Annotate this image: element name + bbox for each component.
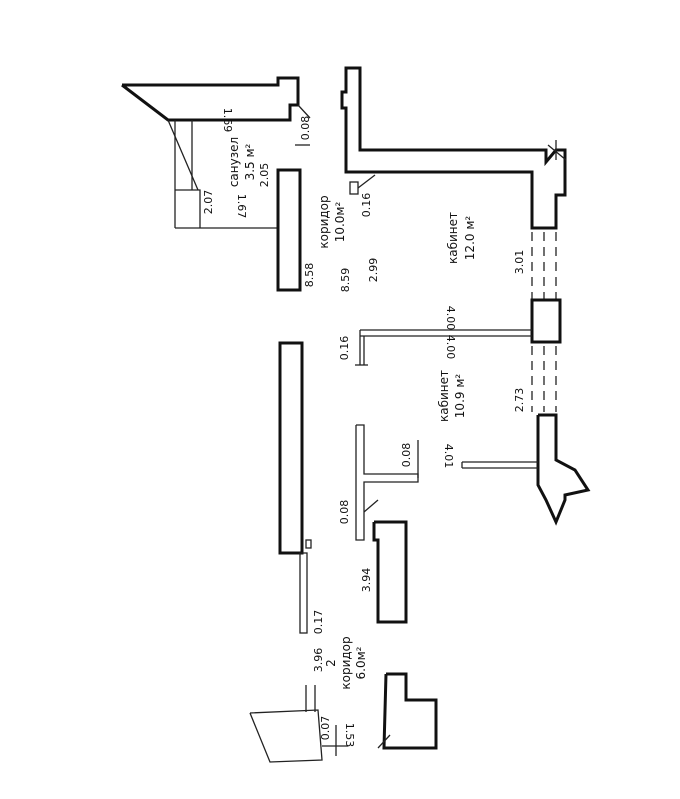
room-area-koridor2: 6.0м² bbox=[354, 646, 368, 679]
wall-block-lower bbox=[372, 520, 408, 624]
dimension-2.05: 2.05 bbox=[258, 163, 271, 188]
dimension-0.16-top: 0.16 bbox=[360, 193, 373, 218]
partition-kabinet2 bbox=[461, 461, 538, 469]
dimension-0.08-mid1: 0.08 bbox=[400, 443, 413, 468]
partition-middle bbox=[355, 424, 419, 541]
dimension-0.17: 0.17 bbox=[312, 610, 325, 635]
window-kabinet2 bbox=[531, 346, 557, 412]
bottom-right-block bbox=[382, 672, 438, 750]
dimension-1.67: 1.67 bbox=[235, 194, 248, 219]
dimension-3.96: 3.96 bbox=[312, 648, 325, 673]
sanuzel-walls bbox=[121, 76, 311, 229]
room-area-sanuzel: 3.5 м² bbox=[243, 143, 257, 180]
room-area-kabinet2: 10.9 м² bbox=[453, 374, 467, 419]
corridor-long-wall bbox=[278, 341, 304, 555]
dimension-line bbox=[377, 734, 391, 749]
outer-wall-bottom-right bbox=[536, 413, 591, 526]
room-area-kabinet1: 12.0 м² bbox=[463, 216, 477, 261]
dimension-4.00-b: 4.00 bbox=[444, 335, 457, 360]
dimension-2.99: 2.99 bbox=[367, 258, 380, 283]
dimension-1.69: 1.69 bbox=[221, 108, 234, 133]
dimension-0.08-top: 0.08 bbox=[299, 116, 312, 141]
corridor-thin-wall bbox=[299, 552, 308, 634]
wall-pier bbox=[530, 298, 562, 344]
bottom-left-block bbox=[249, 685, 348, 763]
wall-segment bbox=[276, 168, 302, 292]
door-stub bbox=[305, 539, 312, 549]
dimension-2.73: 2.73 bbox=[513, 388, 526, 413]
dimension-8.58: 8.58 bbox=[303, 263, 316, 288]
room-area-koridor1: 10.0м² bbox=[333, 202, 347, 243]
room-name-sanuzel: санузел bbox=[227, 137, 241, 187]
room-name-koridor2: коридор bbox=[339, 636, 353, 689]
outer-wall-top-right bbox=[340, 66, 567, 230]
partition-kabinet bbox=[355, 329, 532, 366]
room-name-koridor1: коридор bbox=[317, 195, 331, 248]
dimension-4.00-a: 4.00 bbox=[444, 306, 457, 331]
dimension-2.07: 2.07 bbox=[202, 190, 215, 215]
room-name-kabinet2: кабинет bbox=[437, 370, 451, 422]
dimension-3.94: 3.94 bbox=[360, 568, 373, 593]
dimension-4.01: 4.01 bbox=[442, 444, 455, 469]
dimension-8.59: 8.59 bbox=[339, 268, 352, 293]
window-kabinet1 bbox=[531, 232, 557, 300]
dimension-0.08-mid2: 0.08 bbox=[338, 500, 351, 525]
room-number-koridor2: 2 bbox=[324, 659, 338, 667]
dimension-1.53: 1.53 bbox=[343, 723, 356, 748]
dimension-0.07: 0.07 bbox=[319, 716, 332, 741]
dimension-3.01: 3.01 bbox=[513, 250, 526, 275]
dimension-0.16-mid: 0.16 bbox=[338, 336, 351, 361]
room-name-kabinet1: кабинет bbox=[446, 212, 460, 264]
